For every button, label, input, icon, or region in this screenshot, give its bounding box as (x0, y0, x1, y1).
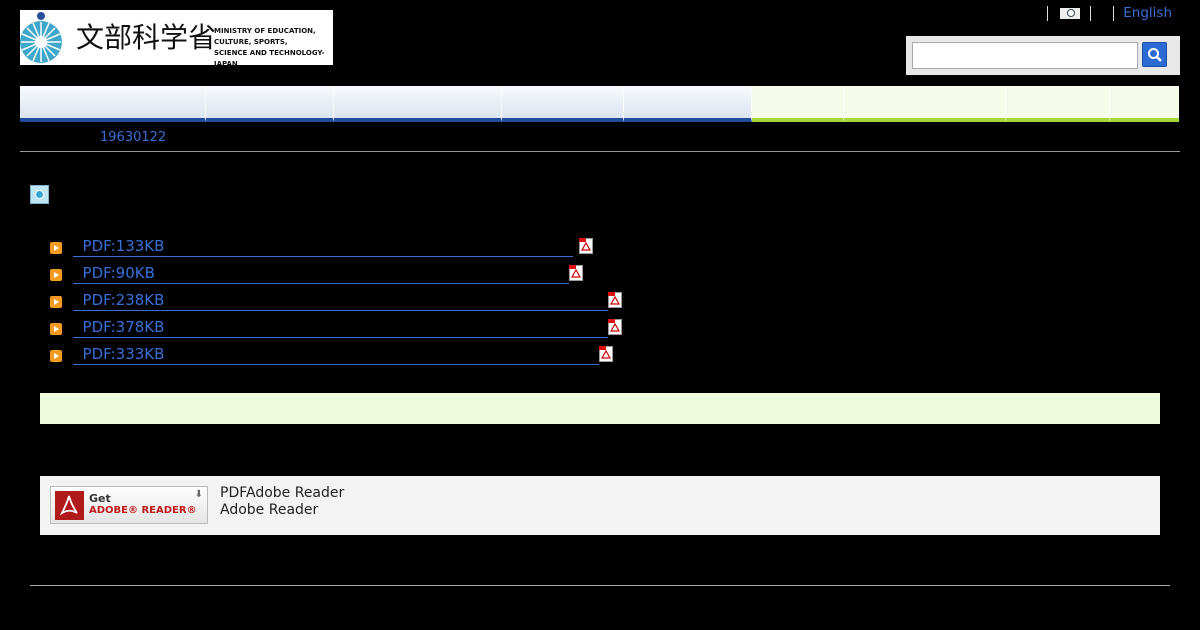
list-item: PDF:333KB (50, 344, 650, 371)
english-link[interactable]: English (1123, 5, 1172, 21)
nav-item[interactable] (1006, 86, 1110, 122)
document-link[interactable]: PDF:378KB (73, 318, 608, 338)
nav-item[interactable] (1110, 86, 1179, 122)
text-size-icon[interactable] (1060, 7, 1081, 19)
document-link[interactable]: PDF:90KB (73, 264, 569, 284)
pdf-icon (608, 292, 622, 308)
badge-get-text: Get (89, 492, 111, 505)
document-link[interactable]: PDF:133KB (73, 237, 573, 257)
nav-item[interactable] (20, 86, 206, 122)
nav-item[interactable] (206, 86, 334, 122)
divider (1113, 5, 1115, 21)
arrow-bullet-icon (50, 296, 62, 308)
document-list: PDF:133KB PDF:90KB PDF:238KB PDF:378KB P… (50, 236, 650, 371)
search-input[interactable] (912, 42, 1138, 69)
nav-item[interactable] (334, 86, 502, 122)
notice-bar (40, 393, 1160, 424)
adobe-logo-icon (55, 491, 84, 520)
site-logo[interactable]: 文部科学省 MINISTRY OF EDUCATION, CULTURE, SP… (20, 10, 333, 68)
search-panel (906, 36, 1180, 75)
nav-item[interactable] (502, 86, 624, 122)
list-item: PDF:378KB (50, 317, 650, 344)
get-adobe-reader-button[interactable]: Get ADOBE® READER® ⬇ (50, 486, 208, 524)
reader-description: PDFAdobe Reader Adobe Reader (220, 485, 345, 518)
arrow-bullet-icon (50, 350, 62, 362)
arrow-bullet-icon (50, 269, 62, 281)
ministry-emblem-icon (20, 12, 62, 63)
divider (1090, 5, 1092, 21)
divider (20, 151, 1180, 152)
utility-links: English (1047, 4, 1172, 22)
document-link[interactable]: PDF:238KB (73, 291, 608, 311)
document-link[interactable]: PDF:333KB (73, 345, 599, 365)
nav-item[interactable] (844, 86, 1006, 122)
list-item: PDF:238KB (50, 290, 650, 317)
nav-item[interactable] (752, 86, 844, 122)
footer-divider (30, 585, 1170, 586)
global-nav (20, 86, 1179, 122)
arrow-bullet-icon (50, 242, 62, 254)
divider (1047, 5, 1049, 21)
heading-bullet-icon (30, 185, 49, 204)
nav-item[interactable] (624, 86, 752, 122)
list-item: PDF:133KB (50, 236, 650, 263)
pdf-icon (599, 346, 613, 362)
logo-kanji: 文部科学省 (76, 21, 217, 54)
arrow-bullet-icon (50, 323, 62, 335)
logo-english-text: MINISTRY OF EDUCATION, CULTURE, SPORTS, … (214, 27, 325, 68)
list-item: PDF:90KB (50, 263, 650, 290)
download-arrow-icon: ⬇ (194, 489, 203, 500)
badge-reader-text: ADOBE® READER® (89, 505, 197, 516)
pdf-icon (569, 265, 583, 281)
pdf-icon (608, 319, 622, 335)
adobe-reader-box: Get ADOBE® READER® ⬇ PDFAdobe Reader Ado… (40, 476, 1160, 535)
pdf-icon (579, 238, 593, 254)
search-icon (1148, 48, 1162, 62)
search-button[interactable] (1142, 42, 1167, 67)
breadcrumb[interactable]: 19630122 (100, 130, 167, 145)
